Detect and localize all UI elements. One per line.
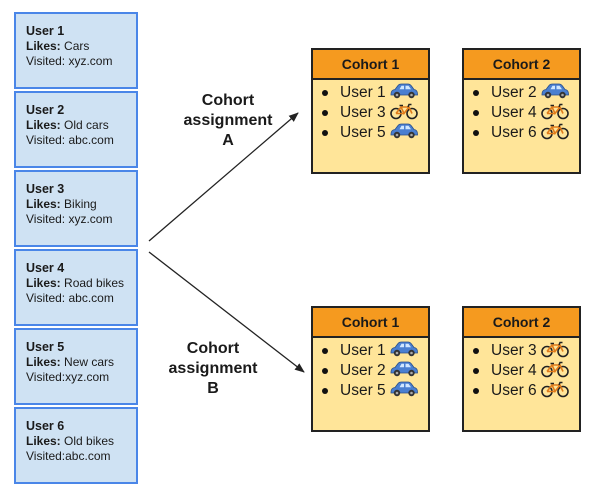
cohort-member: User 1 (322, 341, 428, 361)
car-icon (389, 340, 419, 362)
cohort-member: User 4 (473, 361, 579, 381)
user-likes: Likes: Old bikes (26, 434, 115, 448)
bullet-icon (322, 388, 328, 394)
user-card-6: User 6 Likes: Old bikes Visited:abc.com (14, 407, 138, 484)
user-card-1: User 1 Likes: Cars Visited: xyz.com (14, 12, 138, 89)
user-likes: Likes: Old cars (26, 118, 109, 132)
member-label: User 3 (491, 342, 537, 359)
car-icon (389, 380, 419, 402)
member-label: User 3 (340, 104, 386, 121)
cohort-member: User 5 (322, 381, 428, 401)
user-likes: Likes: Biking (26, 197, 97, 211)
bike-icon (540, 102, 570, 125)
bike-icon (540, 340, 570, 363)
cohort-member-list: User 3 User 4 User 6 (464, 338, 579, 401)
bullet-icon (473, 110, 479, 116)
member-label: User 4 (491, 362, 537, 379)
bullet-icon (322, 90, 328, 96)
bike-icon (540, 360, 570, 383)
user-name: User 3 (26, 182, 65, 196)
user-name: User 4 (26, 261, 65, 275)
user-visited: Visited:xyz.com (26, 370, 110, 384)
cohort-member: User 2 (322, 361, 428, 381)
cohort-member: User 2 (473, 83, 579, 103)
user-name: User 1 (26, 24, 65, 38)
cohort-title: Cohort 1 (313, 308, 428, 338)
user-likes: Likes: Road bikes (26, 276, 125, 290)
user-name: User 5 (26, 340, 65, 354)
bullet-icon (322, 368, 328, 374)
bullet-icon (322, 110, 328, 116)
bike-icon (540, 122, 570, 145)
cohort-member: User 6 (473, 381, 579, 401)
user-card-3: User 3 Likes: Biking Visited: xyz.com (14, 170, 138, 247)
user-likes: Likes: New cars (26, 355, 115, 369)
cohort-member-list: User 2 User 4 User 6 (464, 80, 579, 143)
user-visited: Visited:abc.com (26, 449, 111, 463)
member-label: User 1 (340, 84, 386, 101)
user-card-4: User 4 Likes: Road bikes Visited: abc.co… (14, 249, 138, 326)
user-visited: Visited: xyz.com (26, 54, 113, 68)
cohort-box-a1: Cohort 1 User 1 User 3 User 5 (311, 48, 430, 174)
car-icon (389, 82, 419, 104)
member-label: User 5 (340, 382, 386, 399)
member-label: User 5 (340, 124, 386, 141)
cohort-member: User 1 (322, 83, 428, 103)
user-name: User 6 (26, 419, 65, 433)
user-visited: Visited: abc.com (26, 133, 114, 147)
user-visited: Visited: xyz.com (26, 212, 113, 226)
cohort-member: User 3 (322, 103, 428, 123)
cohort-member: User 3 (473, 341, 579, 361)
bullet-icon (473, 90, 479, 96)
bike-icon (389, 102, 419, 125)
cohort-title: Cohort 2 (464, 50, 579, 80)
cohort-member: User 5 (322, 123, 428, 143)
car-icon (389, 360, 419, 382)
bullet-icon (473, 368, 479, 374)
member-label: User 2 (340, 362, 386, 379)
car-icon (540, 82, 570, 104)
assignment-a-label: Cohort assignment A (183, 92, 273, 149)
assignment-b-label: Cohort assignment B (168, 340, 258, 397)
member-label: User 1 (340, 342, 386, 359)
member-label: User 6 (491, 382, 537, 399)
member-label: User 6 (491, 124, 537, 141)
bullet-icon (473, 388, 479, 394)
user-card-5: User 5 Likes: New cars Visited:xyz.com (14, 328, 138, 405)
user-likes: Likes: Cars (26, 39, 90, 53)
cohort-title: Cohort 1 (313, 50, 428, 80)
cohort-member: User 4 (473, 103, 579, 123)
cohort-member-list: User 1 User 2 User 5 (313, 338, 428, 401)
cohort-title: Cohort 2 (464, 308, 579, 338)
user-card-2: User 2 Likes: Old cars Visited: abc.com (14, 91, 138, 168)
bullet-icon (322, 130, 328, 136)
bullet-icon (473, 348, 479, 354)
cohort-member-list: User 1 User 3 User 5 (313, 80, 428, 143)
arrow-to-assignment-a (148, 112, 299, 242)
bullet-icon (473, 130, 479, 136)
cohort-box-b2: Cohort 2 User 3 User 4 User 6 (462, 306, 581, 432)
member-label: User 2 (491, 84, 537, 101)
bullet-icon (322, 348, 328, 354)
cohort-member: User 6 (473, 123, 579, 143)
cohort-box-b1: Cohort 1 User 1 User 2 User 5 (311, 306, 430, 432)
user-visited: Visited: abc.com (26, 291, 114, 305)
user-name: User 2 (26, 103, 65, 117)
car-icon (389, 122, 419, 144)
member-label: User 4 (491, 104, 537, 121)
arrow-to-assignment-b (148, 251, 305, 373)
cohort-box-a2: Cohort 2 User 2 User 4 User 6 (462, 48, 581, 174)
bike-icon (540, 380, 570, 403)
